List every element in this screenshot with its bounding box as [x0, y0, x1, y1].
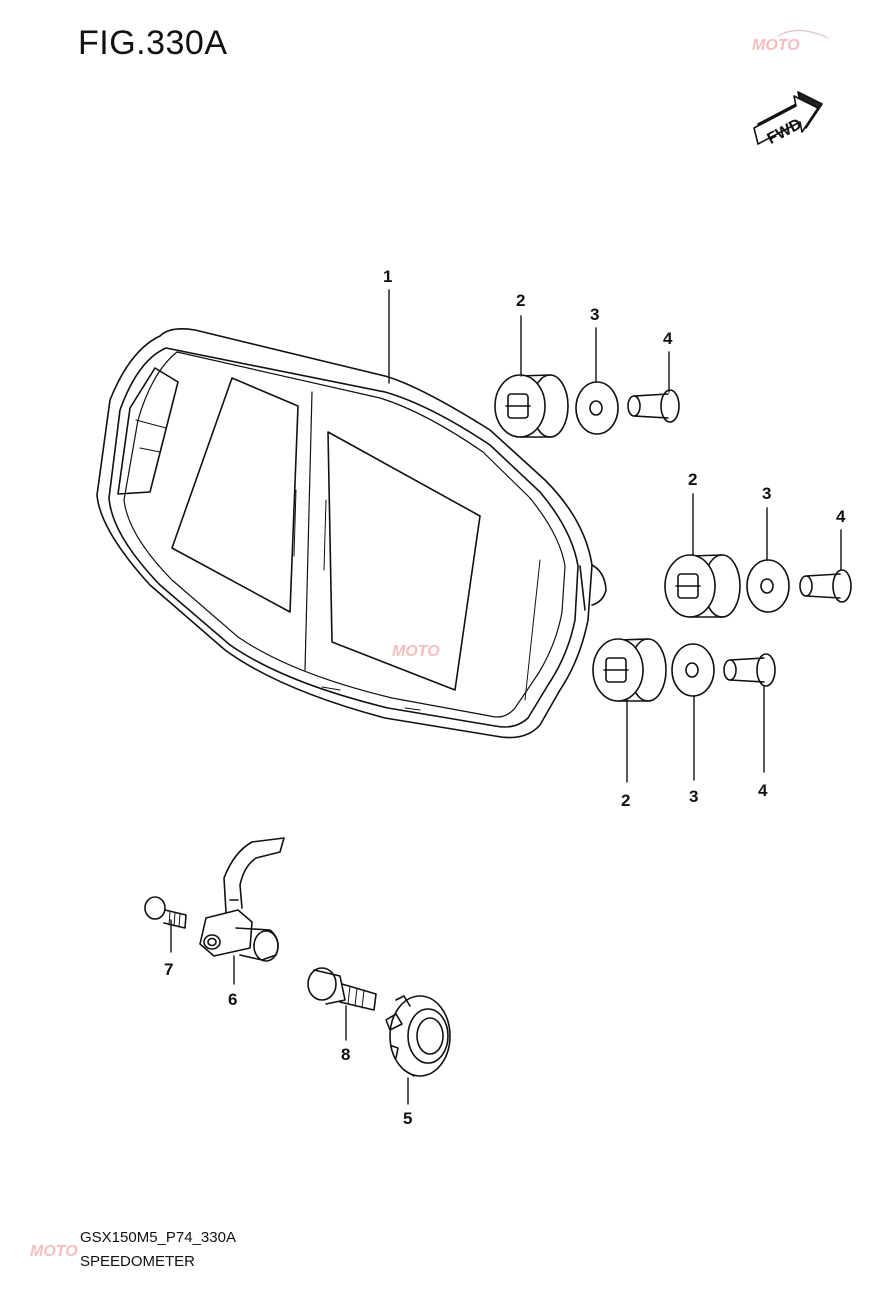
watermark-logo-bottom: MOTO: [30, 1243, 78, 1260]
callout-label: 2: [516, 291, 525, 310]
bolt-8: [307, 967, 377, 1011]
callout-label: 2: [621, 791, 630, 810]
callout-label: 6: [228, 990, 237, 1009]
grommet-set-b: [664, 554, 852, 618]
speed-sensor-6: [199, 837, 285, 962]
callout-label: 8: [341, 1045, 350, 1064]
callout-leaders: [170, 289, 842, 1105]
watermark-logo-center: MOTO: [392, 643, 440, 660]
figure-name: SPEEDOMETER: [80, 1253, 196, 1270]
svg-text:MOTO: MOTO: [392, 643, 440, 660]
speedometer-housing: [96, 328, 607, 739]
callout-label: 3: [689, 787, 698, 806]
svg-text:MOTO: MOTO: [752, 37, 800, 54]
collar-5: [385, 995, 451, 1077]
grommet-set-c: [592, 638, 776, 702]
watermark-logo-top: MOTO: [752, 29, 829, 54]
callout-label: 3: [762, 484, 771, 503]
fwd-direction-badge: FWD: [753, 91, 823, 148]
callout-label: 4: [836, 507, 846, 526]
callout-label: 3: [590, 305, 599, 324]
callout-label: 1: [383, 267, 392, 286]
figure-code: GSX150M5_P74_330A: [80, 1229, 236, 1246]
figure-title: FIG.330A: [78, 24, 228, 62]
grommet-set-a: [494, 374, 680, 438]
callout-label: 7: [164, 960, 173, 979]
callout-label: 2: [688, 470, 697, 489]
callout-label: 4: [663, 329, 673, 348]
callout-label: 5: [403, 1109, 412, 1128]
screw-7: [144, 896, 187, 929]
callout-label: 4: [758, 781, 768, 800]
svg-text:MOTO: MOTO: [30, 1243, 78, 1260]
